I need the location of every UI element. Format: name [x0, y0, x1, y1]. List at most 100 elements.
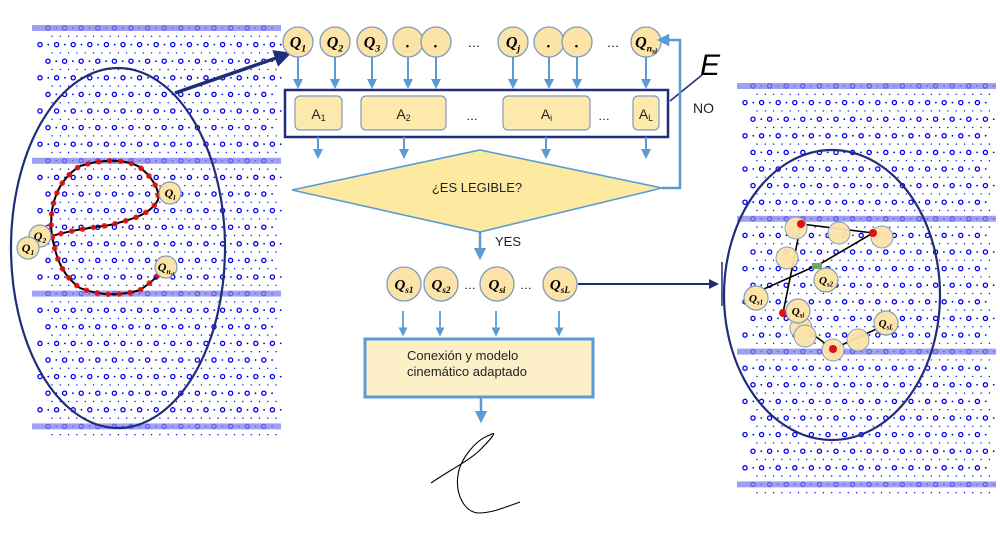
grid-dot — [760, 317, 763, 320]
grid-node — [103, 75, 110, 81]
grid-node — [941, 232, 947, 239]
grid-dot — [217, 301, 219, 303]
grid-dot — [976, 383, 978, 386]
grid-dot — [159, 185, 161, 187]
grid-dot — [914, 375, 916, 378]
grid-node — [186, 41, 193, 48]
grid-node — [227, 390, 234, 396]
grid-dot — [209, 185, 211, 187]
grid-dot — [918, 101, 921, 104]
grid-dot — [213, 143, 216, 146]
grid-dot — [955, 425, 957, 427]
grid-dot — [889, 492, 891, 494]
grid-dot — [789, 409, 791, 411]
grid-dot — [897, 176, 899, 178]
grid-dot — [55, 359, 58, 361]
grid-dot — [847, 492, 849, 494]
grid-dot — [267, 118, 269, 121]
grid-dot — [233, 384, 236, 386]
grid-node — [982, 249, 989, 255]
grid-dot — [918, 201, 921, 204]
grid-dot — [797, 176, 800, 178]
grid-dot — [163, 143, 166, 146]
grid-dot — [47, 408, 50, 411]
grid-dot — [225, 417, 227, 419]
grid-dot — [864, 209, 866, 212]
grid-dot — [947, 126, 949, 129]
grid-dot — [909, 417, 912, 419]
grid-dot — [938, 93, 941, 96]
grid-dot — [818, 400, 821, 403]
grid-dot — [897, 126, 899, 129]
grid-dot — [92, 118, 95, 121]
grid-dot — [963, 93, 966, 96]
grid-node — [244, 91, 250, 98]
grid-node — [866, 282, 872, 288]
grid-node — [103, 174, 110, 181]
grid-dot — [142, 151, 144, 154]
grid-dot — [84, 251, 86, 253]
grid-dot — [914, 309, 916, 311]
grid-dot — [831, 309, 833, 311]
grid-dot — [97, 375, 99, 378]
grid-dot — [959, 417, 962, 419]
node-circle — [16, 236, 40, 260]
grid-dot — [192, 201, 194, 203]
grid-node — [742, 199, 748, 205]
grid-dot — [831, 458, 833, 461]
grid-dot — [905, 326, 908, 328]
grid-dot — [242, 434, 244, 436]
node-circle — [154, 255, 178, 279]
grid-dot — [275, 135, 277, 137]
grid-dot — [84, 317, 86, 320]
ellipsis: … — [468, 35, 481, 50]
grid-dot — [839, 458, 841, 461]
grid-node — [858, 265, 864, 272]
grid-node — [883, 282, 889, 288]
grid-dot — [196, 209, 199, 212]
grid-dot — [772, 126, 775, 129]
grid-dot — [752, 433, 755, 436]
grid-node — [170, 241, 176, 247]
grid-node — [750, 149, 756, 156]
grid-dot — [806, 110, 808, 112]
grid-dot — [147, 408, 149, 411]
grid-node — [203, 41, 209, 48]
grid-dot — [963, 409, 966, 411]
grid-dot — [246, 76, 249, 79]
grid-dot — [864, 458, 866, 461]
grid-dot — [147, 375, 149, 378]
grid-dot — [980, 342, 982, 344]
grid-dot — [230, 276, 232, 278]
grid-dot — [97, 209, 99, 212]
grid-dot — [772, 309, 775, 311]
grid-dot — [258, 102, 261, 104]
grid-dot — [777, 118, 779, 121]
grid-dot — [980, 160, 982, 162]
grid-dot — [233, 68, 236, 71]
grid-dot — [772, 442, 775, 444]
grid-dot — [876, 184, 879, 187]
grid-node — [924, 99, 931, 106]
grid-dot — [772, 176, 775, 178]
grid-node — [841, 332, 848, 338]
grid-node — [841, 99, 848, 106]
grid-node — [766, 382, 773, 388]
grid-node — [949, 315, 955, 322]
grid-dot — [67, 301, 70, 303]
grid-node — [103, 207, 110, 214]
grid-dot — [984, 300, 987, 303]
grid-dot — [250, 400, 252, 403]
grid-dot — [822, 392, 825, 394]
grid-dot — [905, 176, 908, 178]
grid-dot — [839, 375, 841, 378]
grid-dot — [134, 417, 136, 419]
grid-dot — [192, 151, 194, 154]
grid-dot — [914, 126, 916, 129]
grid-node — [958, 465, 964, 471]
grid-dot — [947, 458, 949, 461]
grid-dot — [167, 151, 169, 154]
grid-dot — [976, 317, 978, 320]
